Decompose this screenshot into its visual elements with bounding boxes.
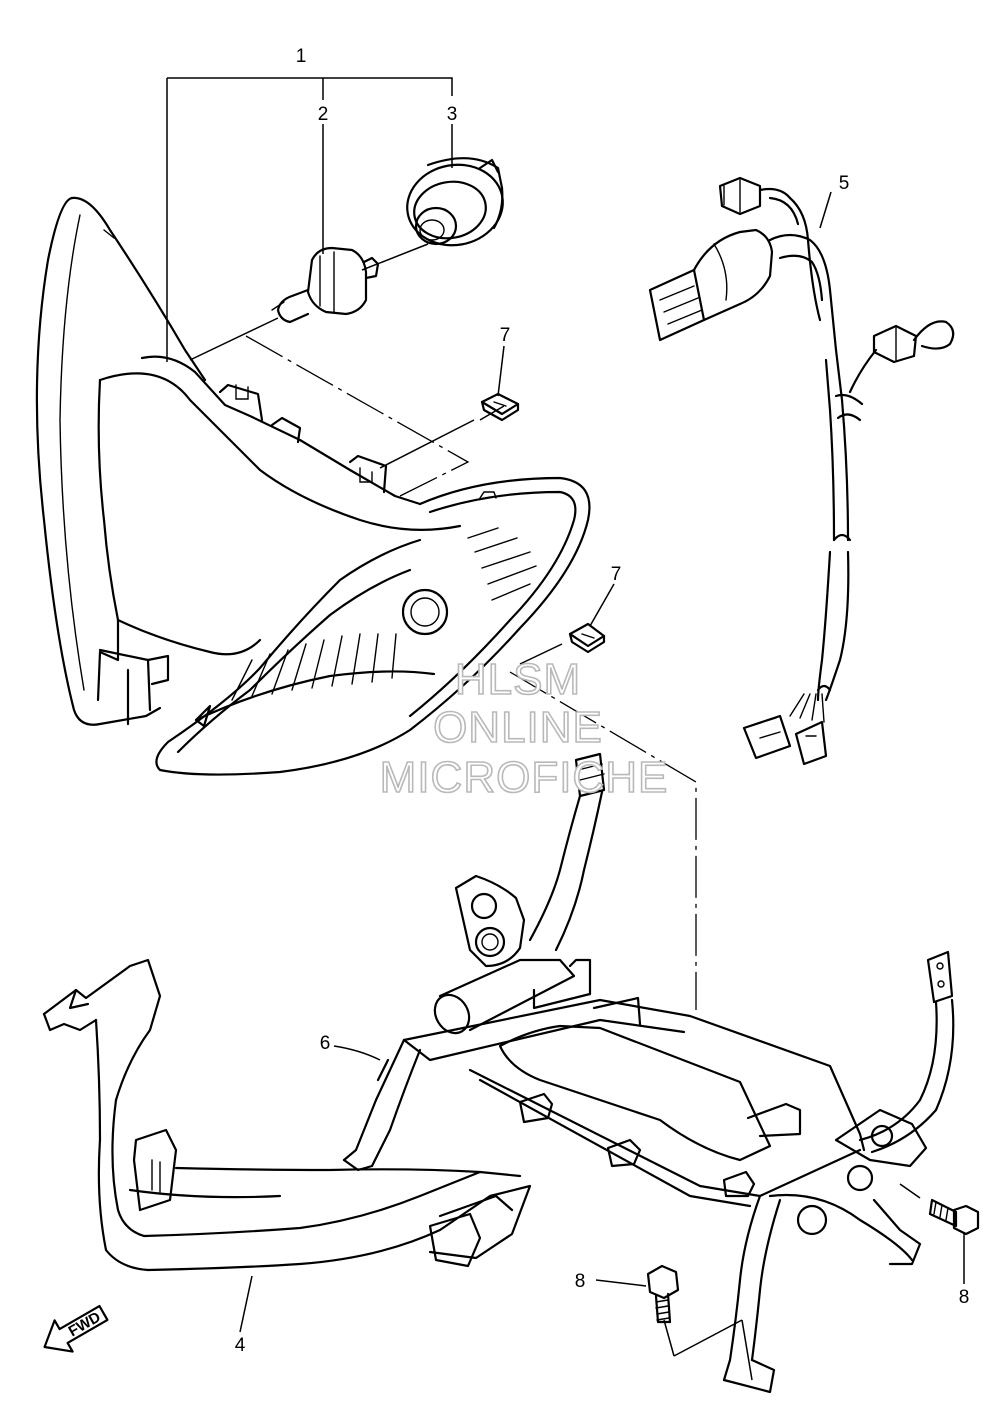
headlight-assembly (35, 196, 591, 776)
leader-lines (166, 77, 965, 1381)
callout-6: 6 (320, 1033, 331, 1054)
callout-8-right: 8 (959, 1287, 970, 1308)
headlight-bulb (271, 246, 380, 324)
bolt-8-right (928, 1198, 980, 1236)
callout-4: 4 (235, 1335, 246, 1356)
watermark-line-2: ONLINE (433, 703, 603, 752)
watermark-line-3: MICROFICHE (380, 753, 669, 802)
nut-7-upper (480, 392, 520, 422)
fwd-label: FWD (66, 1308, 104, 1340)
forward-direction-arrow: FWD (43, 1304, 109, 1353)
callout-7-lower: 7 (611, 564, 622, 585)
headlight-stay-bracket (342, 752, 955, 1394)
callout-5: 5 (839, 173, 850, 194)
watermark: HLSM ONLINE MICROFICHE (379, 654, 669, 803)
wire-harness (648, 176, 955, 766)
callout-3: 3 (447, 104, 458, 125)
callout-2: 2 (318, 104, 329, 125)
nut-7-lower (568, 622, 606, 654)
watermark-line-1: HLSM (455, 655, 581, 704)
socket-cover (406, 157, 504, 247)
callout-8-lower: 8 (575, 1271, 586, 1292)
callout-7-upper: 7 (500, 325, 511, 346)
cowling-stay (42, 958, 532, 1272)
callout-labels: 1 2 3 4 5 6 7 7 8 8 (235, 46, 970, 1356)
bolt-8-lower (646, 1264, 680, 1324)
callout-1: 1 (296, 46, 307, 67)
